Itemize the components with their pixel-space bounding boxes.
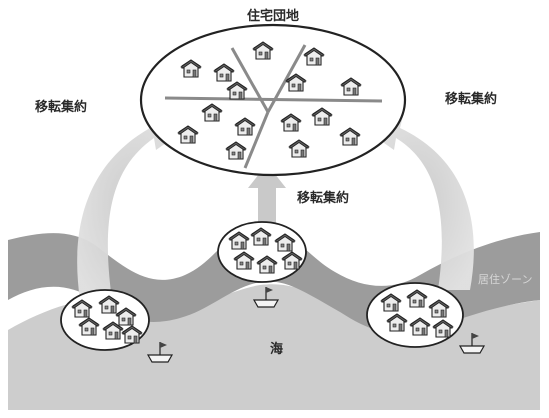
relocation-label-center: 移転集約	[297, 190, 349, 206]
relocation-label-right: 移転集約	[445, 91, 497, 107]
right-relocation-arrow	[360, 112, 474, 290]
right-settlement	[366, 282, 464, 348]
diagram-title: 住宅団地	[247, 8, 299, 24]
left-relocation-arrow	[77, 112, 190, 300]
sea-label: 海	[270, 341, 283, 357]
faded-band-label: 居住ゾーン	[478, 272, 532, 286]
center-settlement	[217, 221, 307, 283]
relocation-label-left: 移転集約	[35, 99, 87, 115]
housing-complex	[139, 23, 407, 177]
left-settlement	[60, 289, 150, 351]
center-relocation-arrow	[248, 164, 286, 232]
